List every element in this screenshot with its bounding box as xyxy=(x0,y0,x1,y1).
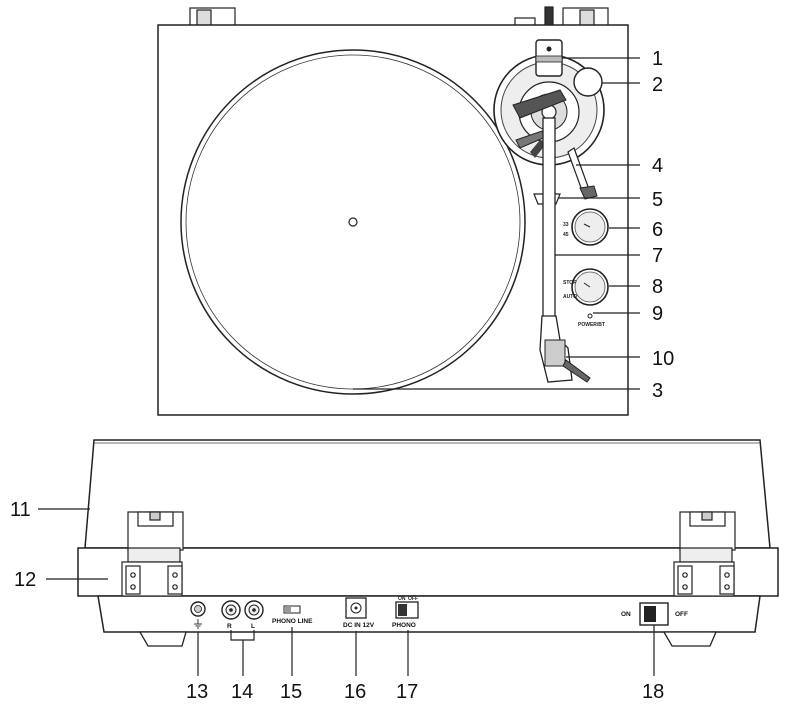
foot-right xyxy=(662,631,717,647)
power-led xyxy=(587,313,593,319)
callout-6: 6 xyxy=(652,219,663,241)
callout-17: 17 xyxy=(396,681,418,703)
callout-12: 12 xyxy=(14,569,36,591)
callout-2: 2 xyxy=(652,74,663,96)
top-hinge-left xyxy=(189,7,236,27)
callout-8: 8 xyxy=(652,276,663,298)
foot-left xyxy=(138,631,187,647)
callout-7: 7 xyxy=(652,245,663,267)
callout-10: 10 xyxy=(652,348,674,370)
top-callout-lines xyxy=(353,57,640,390)
anti-skate-dial xyxy=(573,67,603,97)
top-view: 33 45 STOP AUTO POWER/BT 1 2 4 xyxy=(157,6,674,416)
rca-label-l: L xyxy=(251,623,255,630)
knob-label-auto: AUTO xyxy=(563,294,577,300)
dust-cover xyxy=(84,439,771,549)
dc-in-jack xyxy=(345,597,367,619)
preamp-switch xyxy=(395,601,419,619)
auto-stop-knob xyxy=(571,268,609,306)
rear-callout-lines xyxy=(38,508,655,676)
hinge-left xyxy=(121,511,184,597)
callout-4: 4 xyxy=(652,155,663,177)
callout-14: 14 xyxy=(231,681,253,703)
callout-15: 15 xyxy=(280,681,302,703)
speed-label-33: 33 xyxy=(563,222,569,228)
spindle xyxy=(348,217,358,227)
power-on-label: ON xyxy=(621,611,631,618)
power-off-label: OFF xyxy=(675,611,688,618)
preamp-on-label: ON xyxy=(398,596,406,602)
power-bt-label: POWER/BT xyxy=(578,322,605,328)
tonearm-assembly xyxy=(493,39,605,383)
tonearm-tube xyxy=(542,117,556,337)
phono-line-label: PHONO LINE xyxy=(272,618,313,625)
dc-in-label: DC IN 12V xyxy=(343,622,375,629)
phono-line-switch xyxy=(283,605,301,614)
callout-11: 11 xyxy=(10,499,31,521)
rca-outputs xyxy=(221,600,264,620)
rear-view: R L PHONO LINE DC IN 12V ON OFF PHONO ON xyxy=(10,439,779,703)
callout-5: 5 xyxy=(652,189,663,211)
callout-9: 9 xyxy=(652,303,663,325)
callout-13: 13 xyxy=(186,681,208,703)
speed-knob xyxy=(571,208,609,246)
preamp-off-label: OFF xyxy=(408,596,418,602)
ground-terminal xyxy=(190,601,206,629)
callout-1: 1 xyxy=(652,48,663,70)
callout-3: 3 xyxy=(652,380,663,402)
power-switch xyxy=(639,602,669,626)
hinge-right xyxy=(673,511,736,597)
callout-16: 16 xyxy=(344,681,366,703)
ground-icon xyxy=(194,619,202,629)
base-band xyxy=(77,547,779,597)
knob-label-stop: STOP xyxy=(563,280,577,286)
chassis-bottom xyxy=(97,595,761,633)
callout-18: 18 xyxy=(642,681,664,703)
top-hinge-right xyxy=(514,6,609,27)
preamp-phono-label: PHONO xyxy=(392,622,416,629)
rca-label-r: R xyxy=(227,623,232,630)
speed-label-45: 45 xyxy=(563,232,569,238)
